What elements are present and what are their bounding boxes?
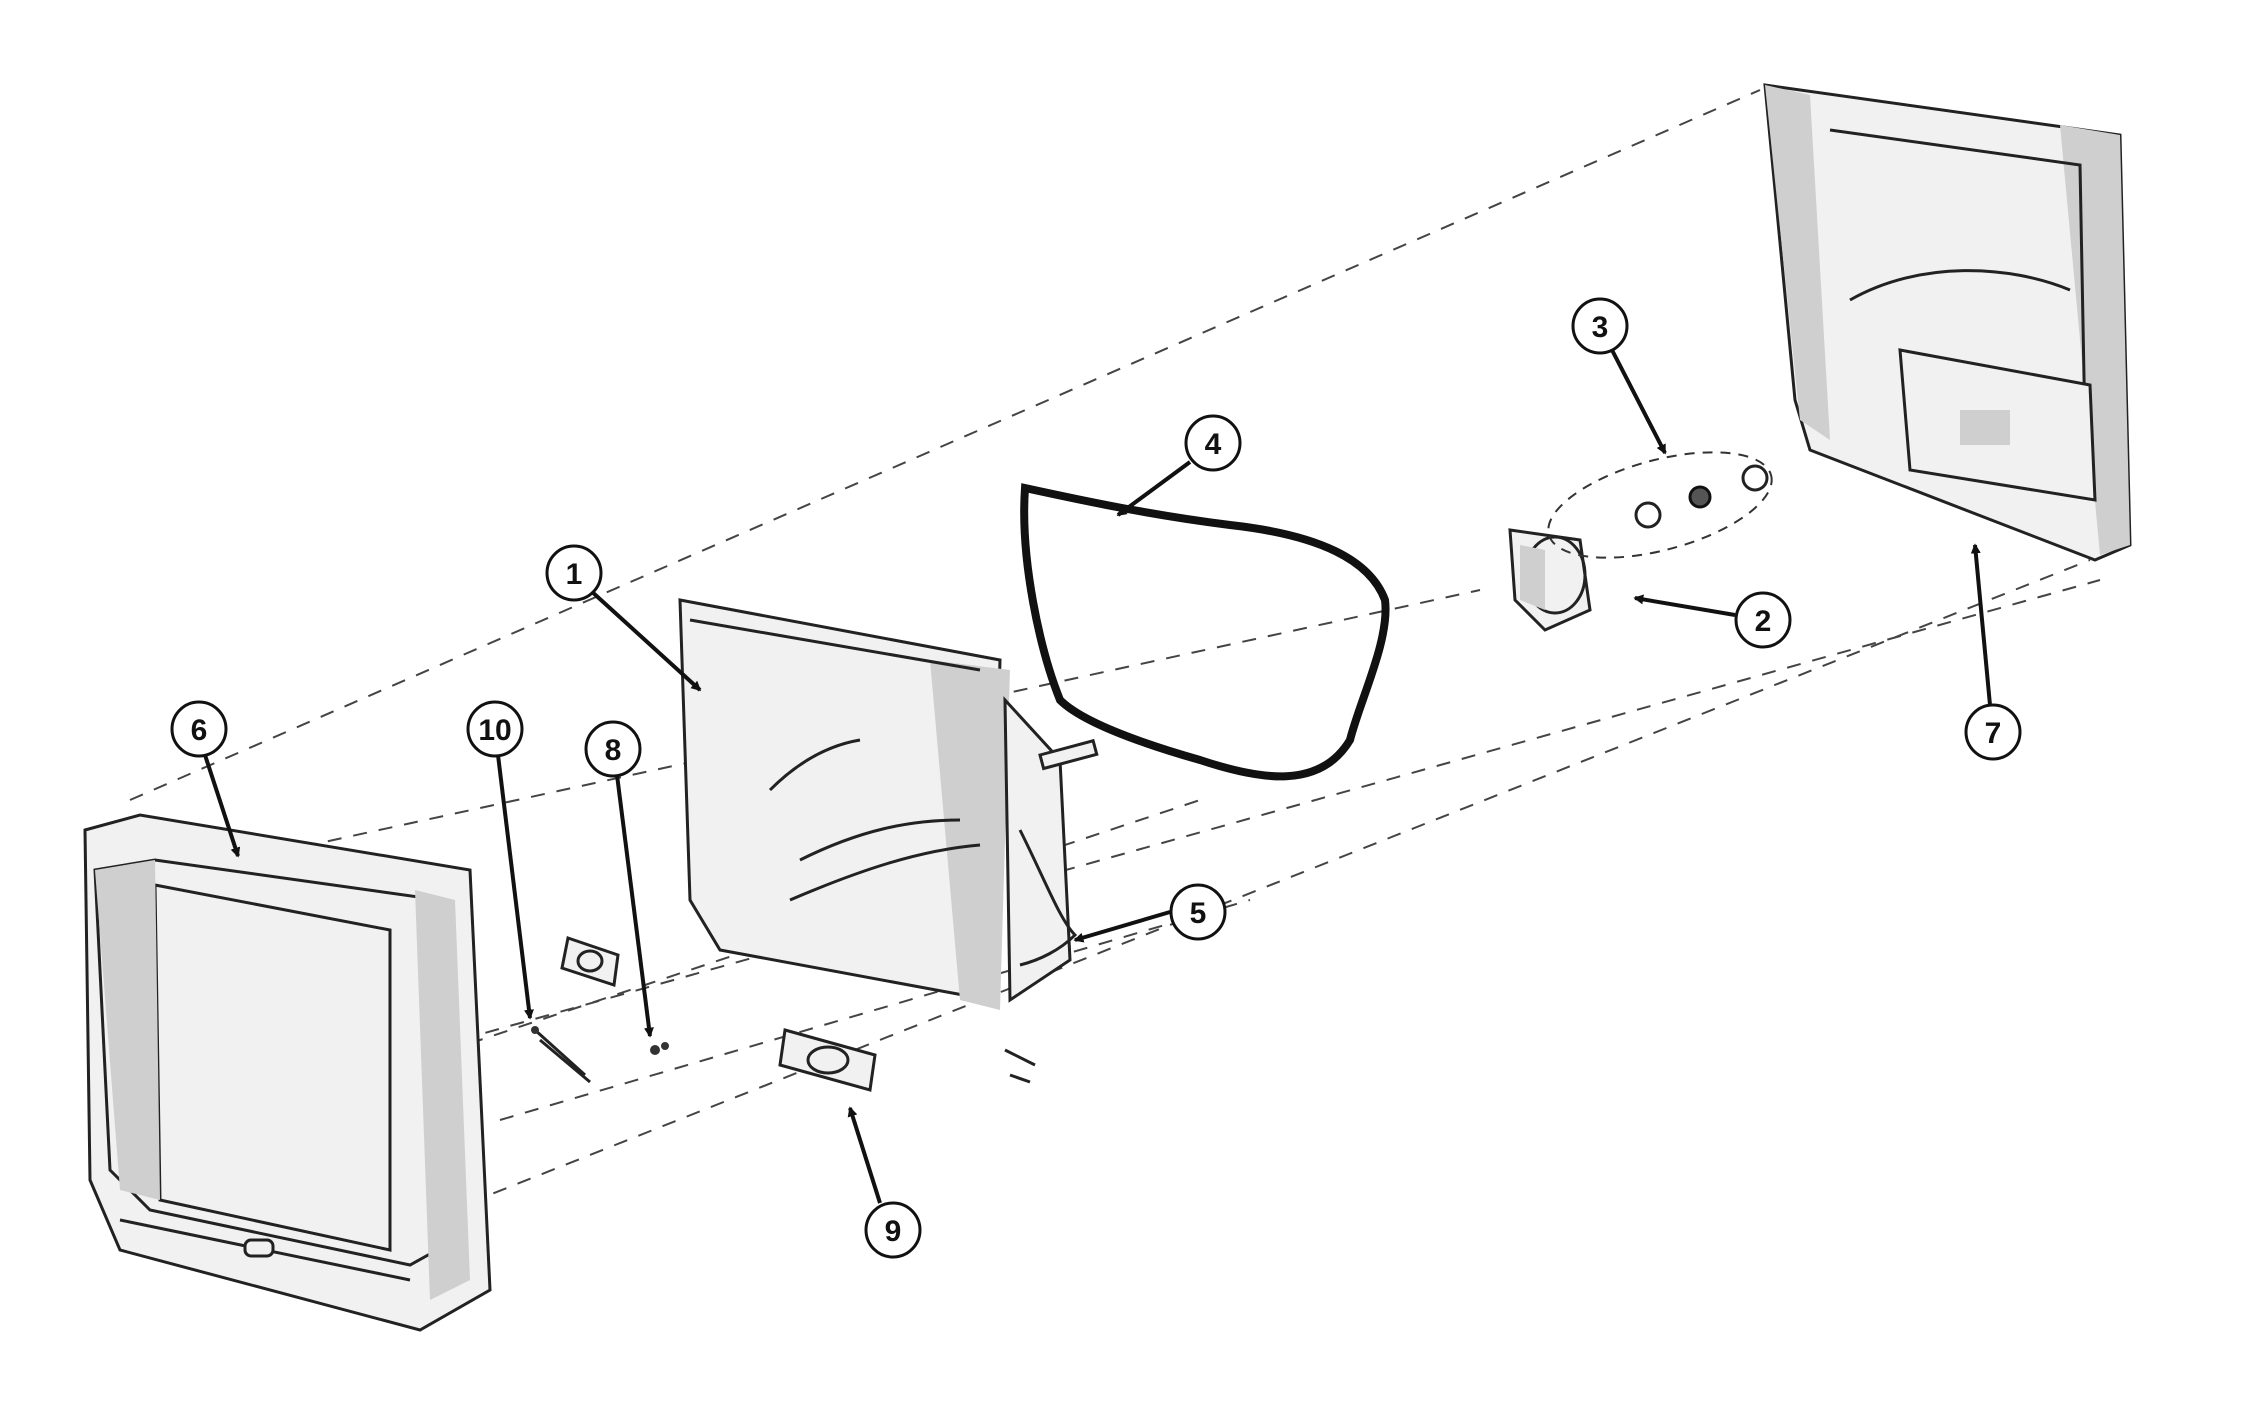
degaussing-coil xyxy=(1020,483,1390,781)
screws xyxy=(650,1042,669,1055)
svg-text:8: 8 xyxy=(605,734,622,767)
rear-cover xyxy=(1763,83,2132,562)
speaker-large xyxy=(778,1028,877,1092)
speaker-small xyxy=(560,936,620,987)
callout-8: 8 xyxy=(584,720,642,778)
callout-leaders xyxy=(203,349,1992,1204)
svg-text:1: 1 xyxy=(566,558,583,591)
svg-text:2: 2 xyxy=(1755,605,1772,638)
callout-7: 7 xyxy=(1964,703,2022,761)
callout-9: 9 xyxy=(864,1201,922,1259)
loose-fasteners xyxy=(1004,1048,1036,1084)
callout-4: 4 xyxy=(1184,414,1242,472)
picture-tube xyxy=(678,598,1099,1010)
svg-text:5: 5 xyxy=(1190,897,1207,930)
svg-text:3: 3 xyxy=(1592,311,1609,344)
callout-6: 6 xyxy=(170,700,228,758)
svg-text:9: 9 xyxy=(885,1215,902,1248)
svg-text:6: 6 xyxy=(191,714,208,747)
svg-text:4: 4 xyxy=(1205,428,1222,461)
callout-1: 1 xyxy=(545,544,603,602)
svg-text:10: 10 xyxy=(478,714,511,747)
magnet-assembly xyxy=(1547,451,1773,559)
callout-3: 3 xyxy=(1571,297,1629,355)
callout-5: 5 xyxy=(1169,883,1227,941)
deflection-yoke xyxy=(1508,528,1592,632)
front-cabinet xyxy=(83,813,492,1332)
callout-10: 10 xyxy=(466,700,524,758)
callout-2: 2 xyxy=(1734,591,1792,649)
connector-strip xyxy=(531,1026,591,1084)
svg-text:7: 7 xyxy=(1985,717,2002,750)
